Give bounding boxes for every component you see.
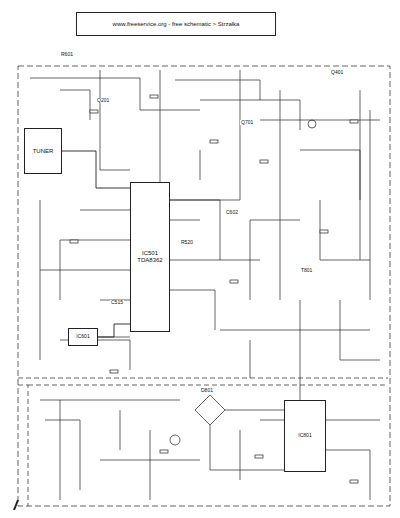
wire [60,400,61,500]
node-text: www.freeservice.org - free schematic > S… [113,21,240,28]
resistor-symbol [260,160,268,163]
wire [250,340,251,378]
wire [260,420,284,421]
wire [220,330,370,331]
resistor-symbol [160,450,168,453]
wire [300,300,301,400]
resistor-symbol [320,230,328,233]
wire [175,80,260,100]
wire [45,420,80,490]
ic-box: IC801 [284,400,326,472]
wire [120,410,121,450]
wire [320,200,370,260]
wire [300,150,360,200]
wire [170,200,220,260]
wire [80,210,130,211]
ic-box: IC501TDA8362 [130,182,170,332]
wire [370,110,371,300]
wire [170,260,260,261]
resistor-symbol [210,140,218,143]
wire [240,430,241,480]
node-text: IC801 [298,433,311,439]
corner-mark [14,500,18,510]
wire [170,70,240,200]
board-outline [18,66,390,506]
wire [326,420,380,421]
part-label: R601 [60,52,74,57]
resistor-symbol [70,240,78,243]
tuner-box: TUNER [24,128,62,174]
wire [150,430,151,500]
wire [30,78,200,110]
wire [40,400,180,401]
ic-box: IC601 [68,328,98,346]
wire [40,270,130,271]
resistor-symbol [255,455,263,458]
wire [200,100,300,130]
wire [225,410,284,411]
node-text: TDA8362 [137,257,162,264]
part-label: Q401 [330,70,344,75]
wire [60,90,90,120]
resistor-symbol [150,95,158,98]
wire [195,395,225,425]
wire [326,450,370,500]
resistor-symbol [110,370,118,373]
fuse-symbol [170,435,180,445]
wire-connector [62,151,130,188]
part-label: C515 [110,300,124,305]
wire [170,220,200,221]
part-label: D801 [200,388,214,393]
part-label: Q201 [96,98,110,103]
node-text: IC501 [142,250,158,257]
node-text: IC601 [76,334,89,340]
wire [170,290,215,330]
power-section-outline [18,378,388,506]
part-label: R520 [180,240,194,245]
wire [100,70,130,170]
resistor-symbol [230,280,238,283]
resistor-symbol [350,120,358,123]
part-label: Q701 [240,120,254,125]
wire [360,90,361,260]
part-label: C602 [225,210,239,215]
connector-symbol [308,120,316,128]
title-box: www.freeservice.org - free schematic > S… [76,12,276,36]
resistor-symbol [350,480,358,483]
wire [260,120,380,121]
node-text: TUNER [33,148,54,155]
resistor-symbol [90,110,98,113]
part-label: T801 [300,268,313,273]
wire-connector [98,324,130,337]
wire [210,425,284,470]
wire [280,90,281,300]
wire [160,70,161,182]
wire [40,200,41,360]
wire [200,150,201,180]
